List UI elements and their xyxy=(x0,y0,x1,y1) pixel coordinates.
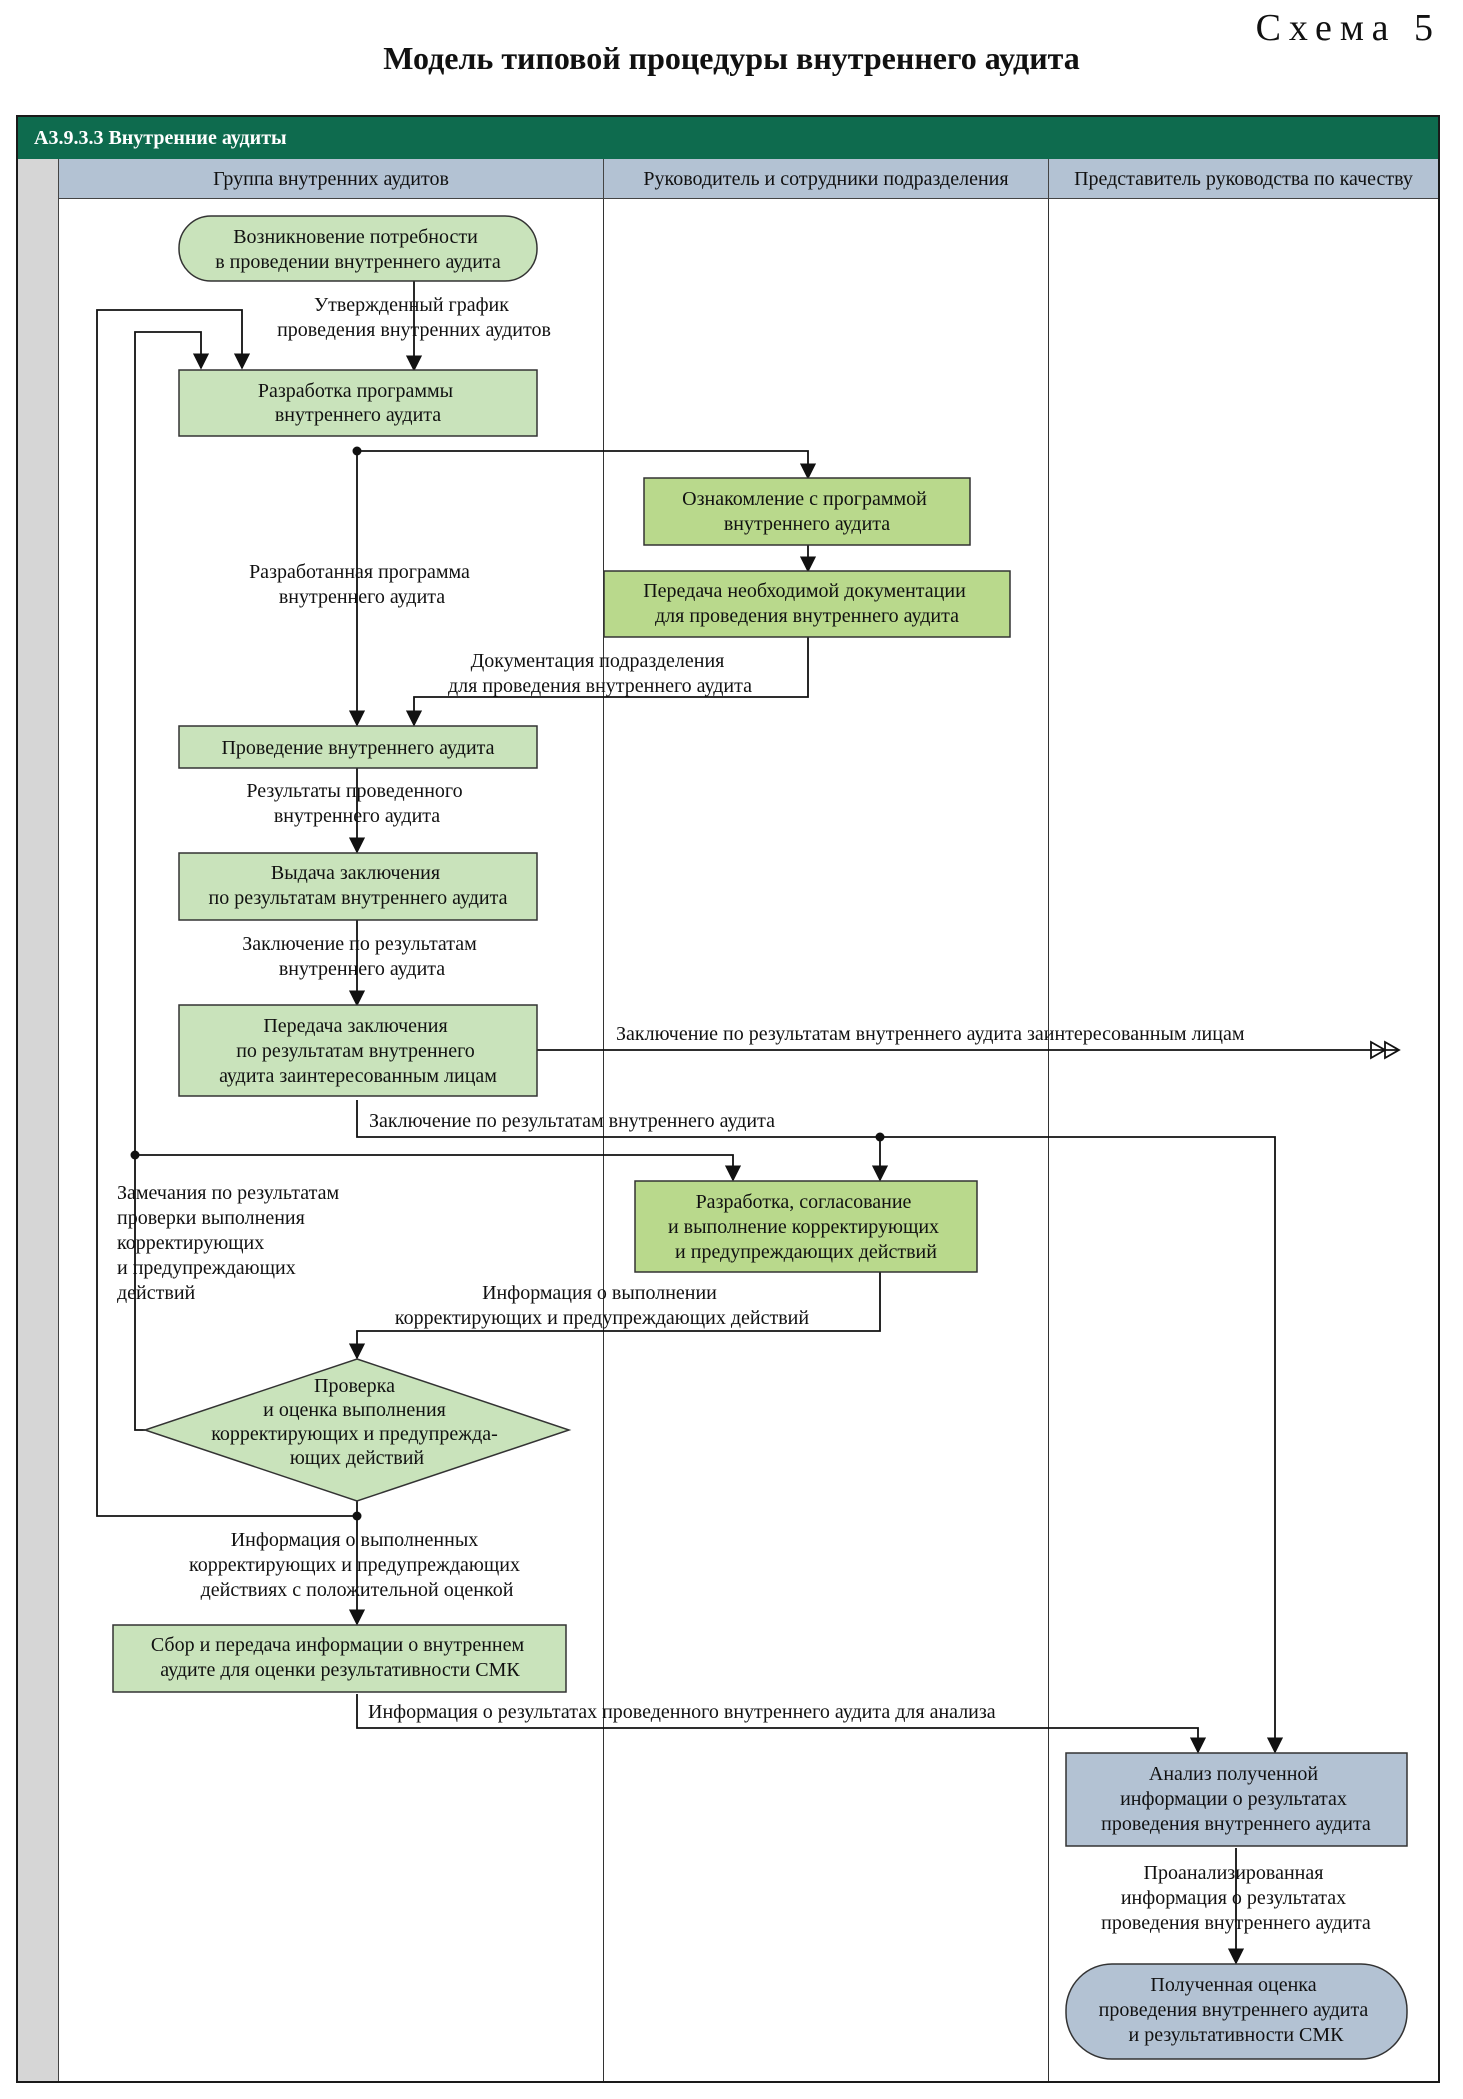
junction-dot xyxy=(875,1132,885,1142)
junction-dot xyxy=(352,446,362,456)
check-decision-node-text: Проверка и оценка выполнения корректирую… xyxy=(211,1375,503,1469)
end-node-text: Полученная оценка проведения внутреннего… xyxy=(1099,1974,1374,2046)
collect-info-node-text: Сбор и передача информации о внутреннем … xyxy=(151,1634,529,1681)
edge-actions-to-check xyxy=(348,1272,881,1360)
process-frame: А3.9.3.3 Внутренние аудиты Группа внутре… xyxy=(16,115,1440,2083)
label-actions-info: Информация о выполнении корректирующих и… xyxy=(395,1282,809,1329)
label-completed-actions-info: Информация о выполненных корректирующих … xyxy=(189,1529,525,1601)
label-developed-program: Разработанная программа внутреннего ауди… xyxy=(249,561,475,608)
conduct-audit-node-text: Проведение внутреннего аудита xyxy=(221,737,494,759)
external-arrow-icon xyxy=(1370,1040,1401,1060)
issue-conclusion-node-text: Выдача заключения по результатам внутрен… xyxy=(209,862,508,909)
process-header: А3.9.3.3 Внутренние аудиты xyxy=(18,117,1438,159)
edge-collect-to-analysis xyxy=(356,1694,1207,1754)
conduct-audit-node xyxy=(178,725,538,769)
edge-conclusion-to-analysis xyxy=(356,1100,1284,1754)
label-conclusion-to-parties: Заключение по результатам внутреннего ау… xyxy=(616,1023,1245,1045)
junction-dot xyxy=(130,1150,140,1160)
corrective-actions-node-text: Разработка, согласование и выполнение ко… xyxy=(668,1191,944,1263)
scheme-number: Схема 5 xyxy=(1255,7,1441,49)
label-analyzed-info: Проанализированная информация о результа… xyxy=(1101,1862,1371,1934)
transfer-docs-node xyxy=(603,570,1011,638)
edge-docs-to-conduct xyxy=(405,637,809,727)
check-decision-node xyxy=(142,1358,572,1502)
label-conclusion-single: Заключение по результатам внутреннего ау… xyxy=(369,1110,775,1132)
issue-conclusion-node xyxy=(178,852,538,921)
familiarize-node-text: Ознакомление с программой внутреннего ау… xyxy=(682,488,932,535)
lane-header-quality-rep: Представитель руководства по качеству xyxy=(1048,159,1438,199)
lane-divider-2 xyxy=(1048,199,1049,2081)
lane-divider-1 xyxy=(603,199,604,2081)
transfer-conclusion-node xyxy=(178,1004,538,1097)
label-unit-docs: Документация подразделения для проведени… xyxy=(448,650,752,697)
analyze-node-text: Анализ полученной информации о результат… xyxy=(1101,1763,1371,1835)
edge-remarks-to-actions xyxy=(135,1154,742,1182)
page-title: Модель типовой процедуры внутреннего ауд… xyxy=(383,40,1080,76)
end-node xyxy=(1065,1963,1408,2060)
label-audit-results: Результаты проведенного внутреннего ауди… xyxy=(246,780,467,827)
edge-program-to-familiarize xyxy=(357,450,817,480)
lane-header-audit-group: Группа внутренних аудитов xyxy=(58,159,603,199)
edge-remarks-loop xyxy=(134,331,210,1431)
lane-header-unit-staff: Руководитель и сотрудники подразделения xyxy=(603,159,1048,199)
label-results-for-analysis: Информация о результатах проведенного вн… xyxy=(368,1701,996,1723)
familiarize-node xyxy=(643,477,971,546)
develop-program-node-text: Разработка программы внутреннего аудита xyxy=(258,380,458,426)
junction-dot xyxy=(352,1511,362,1521)
develop-program-node xyxy=(178,369,538,437)
transfer-docs-node-text: Передача необходимой документации для пр… xyxy=(643,580,971,627)
label-approved-schedule: Утвержденный график проведения внутренни… xyxy=(277,294,551,341)
left-strip xyxy=(18,159,59,2081)
transfer-conclusion-node-text: Передача заключения по результатам внутр… xyxy=(219,1015,497,1087)
corrective-actions-node xyxy=(634,1180,978,1273)
collect-info-node xyxy=(112,1624,567,1693)
label-conclusion: Заключение по результатам внутреннего ау… xyxy=(242,933,482,980)
label-remarks: Замечания по результатам проверки выполн… xyxy=(117,1182,344,1304)
start-node xyxy=(178,215,538,282)
start-node-text: Возникновение потребности в проведении в… xyxy=(215,226,501,273)
analyze-node xyxy=(1065,1752,1408,1847)
